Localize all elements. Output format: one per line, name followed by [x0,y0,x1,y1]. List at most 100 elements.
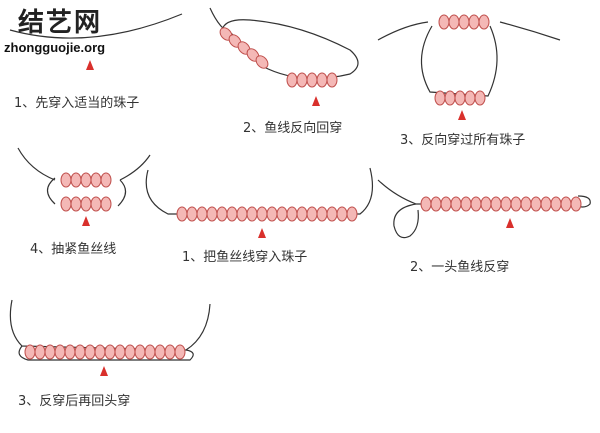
bead-step4-bottom [70,196,82,212]
bead-b3 [34,344,46,360]
bead-step3-top [478,14,490,30]
bead-b2 [520,196,532,212]
bead-b2 [550,196,562,212]
bead-b3 [94,344,106,360]
bead-b3 [44,344,56,360]
bead-b3 [144,344,156,360]
bead-b3 [124,344,136,360]
bead-b3 [104,344,116,360]
bead-b1 [306,206,318,222]
bead-b3 [24,344,36,360]
thread-step4-wrap [46,177,127,207]
bead-step3-bottom [464,90,476,106]
step-label-s1: 1、先穿入适当的珠子 [14,96,140,111]
bead-b1 [216,206,228,222]
step-label-s3: 3、反向穿过所有珠子 [400,133,526,148]
thread-b2 [377,179,591,208]
bead-b2 [560,196,572,212]
bead-b2 [430,196,442,212]
step-label-b3: 3、反穿后再回头穿 [18,394,131,409]
thread-step3 [377,21,561,41]
bead-b1 [286,206,298,222]
bead-b1 [346,206,358,222]
bead-b2 [480,196,492,212]
bead-b2 [510,196,522,212]
bead-step4-bottom [60,196,72,212]
thread-step4 [17,147,151,181]
marker-step1 [86,60,94,70]
step-label-s2: 2、鱼线反向回穿 [243,121,343,136]
bead-step4-bottom [80,196,92,212]
bead-b3 [164,344,176,360]
bead-step4-bottom [100,196,112,212]
bead-step4-top [80,172,92,188]
bead-b1 [276,206,288,222]
bead-step2-row [286,72,298,88]
bead-b2 [450,196,462,212]
bead-b3 [174,344,186,360]
bead-b3 [74,344,86,360]
bead-b2 [490,196,502,212]
bead-b1 [336,206,348,222]
thread-step3-loop [420,25,498,97]
bead-b2 [440,196,452,212]
bead-b1 [226,206,238,222]
bead-b1 [256,206,268,222]
brand-url: zhongguojie.org [4,40,106,55]
bead-step4-top [70,172,82,188]
brand-logo: 结艺网 [18,8,103,38]
bead-step4-top [60,172,72,188]
marker-step3 [458,110,466,120]
bead-b2 [530,196,542,212]
bead-b1 [326,206,338,222]
bead-step3-bottom [474,90,486,106]
bead-step3-bottom [444,90,456,106]
bead-step3-bottom [434,90,446,106]
bead-b1 [186,206,198,222]
marker-step4 [82,216,90,226]
bead-step4-top [90,172,102,188]
thread-b2-loop [393,203,419,239]
bead-b2 [570,196,582,212]
step-label-b2: 2、一头鱼线反穿 [410,260,510,275]
bead-b2 [470,196,482,212]
bead-b3 [114,344,126,360]
bead-step3-top [438,14,450,30]
thread-step1 [9,13,183,39]
thread-b3-wrap [18,345,194,361]
bead-b1 [236,206,248,222]
bead-b3 [134,344,146,360]
bead-step3-bottom [454,90,466,106]
bead-b1 [296,206,308,222]
bead-step2-row [306,72,318,88]
marker-b2 [506,218,514,228]
step-label-s4: 4、抽紧鱼丝线 [30,242,117,257]
bead-step4-bottom [90,196,102,212]
bead-b2 [500,196,512,212]
bead-step2-row [316,72,328,88]
bead-b1 [246,206,258,222]
bead-step3-top [448,14,460,30]
thread-b3 [9,299,211,351]
bead-b2 [420,196,432,212]
bead-b2 [540,196,552,212]
bead-step4-top [100,172,112,188]
marker-b3 [100,366,108,376]
bead-b3 [154,344,166,360]
bead-b3 [64,344,76,360]
bead-b1 [176,206,188,222]
bead-b1 [206,206,218,222]
bead-step3-top [458,14,470,30]
step-label-b1: 1、把鱼丝线穿入珠子 [182,250,308,265]
bead-step3-top [468,14,480,30]
marker-step2 [312,96,320,106]
bead-b3 [54,344,66,360]
bead-b1 [196,206,208,222]
bead-b1 [266,206,278,222]
bead-b1 [316,206,328,222]
bead-b3 [84,344,96,360]
bead-step2-row [326,72,338,88]
bead-step2-row [296,72,308,88]
bead-b2 [460,196,472,212]
